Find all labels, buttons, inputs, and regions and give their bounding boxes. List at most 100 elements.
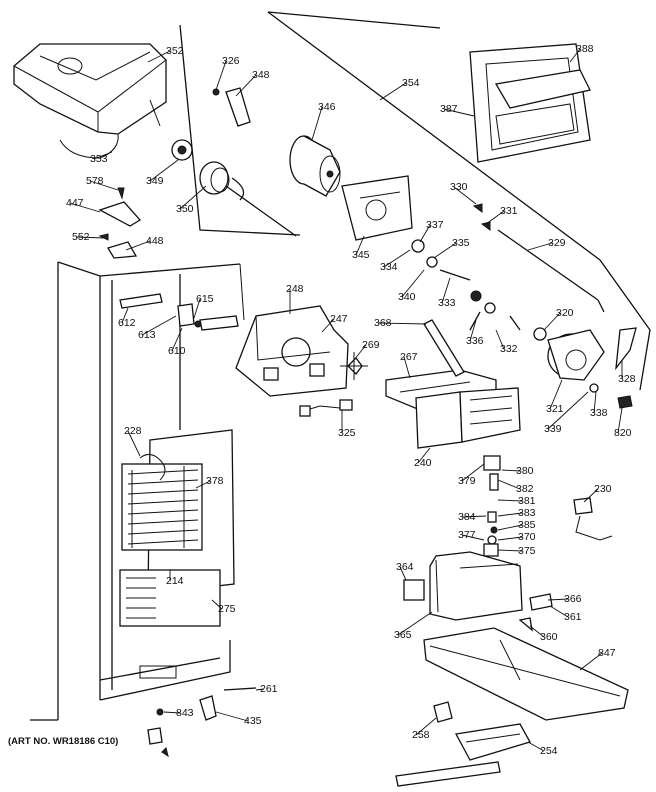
panel-outline-354 (179, 11, 651, 391)
part-label-435: 435 (244, 715, 262, 727)
part-label-230: 230 (594, 483, 612, 495)
rail-360 (423, 627, 629, 721)
part-label-612: 612 (118, 317, 136, 329)
leader-line-269 (353, 344, 367, 361)
leader-line-330 (453, 186, 477, 205)
part-label-332: 332 (500, 343, 518, 355)
part-label-360: 360 (540, 631, 558, 643)
part-label-330: 330 (450, 181, 468, 193)
leader-line-435 (215, 711, 249, 722)
leader-line-267 (403, 356, 411, 379)
part-label-353: 353 (90, 153, 108, 165)
leader-line-352 (147, 50, 171, 63)
leader-line-247 (321, 318, 335, 333)
part-label-348: 348 (252, 69, 270, 81)
part-label-345: 345 (352, 249, 370, 261)
linkage-parts (411, 203, 605, 331)
bottom-left-parts (147, 687, 257, 758)
part-label-349: 349 (146, 175, 164, 187)
part-label-338: 338 (590, 407, 608, 419)
auger-assembly (171, 139, 297, 237)
part-label-366: 366 (564, 593, 582, 605)
leader-line-366 (547, 598, 569, 601)
leader-line-275 (211, 599, 223, 610)
parts-610-612-615 (119, 293, 239, 331)
leader-line-448 (125, 240, 151, 251)
bracket-248-247 (235, 305, 349, 397)
part-label-354: 354 (402, 77, 420, 89)
part-label-275: 275 (218, 603, 236, 615)
part-label-321: 321 (546, 403, 564, 415)
leader-line-370 (497, 536, 523, 541)
leader-line-379 (461, 463, 485, 482)
part-label-267: 267 (400, 351, 418, 363)
part-label-610: 610 (168, 345, 186, 357)
motor-346 (289, 135, 341, 197)
leader-line-353 (93, 151, 113, 160)
leader-line-365 (397, 611, 433, 636)
leader-line-377 (461, 534, 485, 541)
leader-line-350 (179, 185, 207, 210)
leader-lines (69, 48, 623, 752)
part-label-378: 378 (206, 475, 224, 487)
leader-line-254 (527, 741, 545, 752)
part-label-214: 214 (166, 575, 184, 587)
part-label-361: 361 (564, 611, 582, 623)
leader-line-339 (547, 391, 589, 430)
part-label-329: 329 (548, 237, 566, 249)
small-parts-left (98, 187, 142, 259)
fan-613 (340, 352, 368, 380)
leader-line-329 (527, 242, 553, 251)
part-label-843: 843 (176, 707, 194, 719)
part-label-380: 380 (516, 465, 534, 477)
leader-line-820 (617, 407, 623, 434)
part-label-552: 552 (72, 231, 90, 243)
leader-line-382 (497, 479, 521, 490)
refrigerator-cabinet (30, 261, 245, 721)
leader-line-321 (549, 379, 563, 410)
part-label-335: 335 (452, 237, 470, 249)
leader-line-334 (383, 249, 411, 268)
leader-line-378 (195, 480, 211, 489)
part-label-383: 383 (518, 507, 536, 519)
part-label-613: 613 (138, 329, 156, 341)
part-label-847: 847 (598, 647, 616, 659)
part-label-336: 336 (466, 335, 484, 347)
leader-line-354 (379, 82, 407, 101)
part-label-375: 375 (518, 545, 536, 557)
ice-bucket-352 (13, 43, 167, 159)
leader-line-348 (235, 74, 257, 97)
part-label-615: 615 (196, 293, 214, 305)
part-label-385: 385 (518, 519, 536, 531)
bottom-parts (395, 701, 531, 787)
leader-line-385 (497, 524, 523, 531)
leader-line-240 (417, 447, 431, 464)
leader-line-345 (355, 235, 365, 256)
part-label-247: 247 (330, 313, 348, 325)
ice-maker-368 (385, 369, 521, 449)
leader-line-447 (69, 202, 101, 213)
part-label-365: 365 (394, 629, 412, 641)
part-label-388: 388 (576, 43, 594, 55)
part-label-228: 228 (124, 425, 142, 437)
part-label-448: 448 (146, 235, 164, 247)
leader-line-361 (549, 605, 569, 618)
leader-line-337 (419, 224, 431, 243)
leader-line-388 (569, 48, 581, 63)
part-label-340: 340 (398, 291, 416, 303)
part-267 (299, 399, 353, 417)
part-label-328: 328 (618, 373, 636, 385)
part-label-447: 447 (66, 197, 84, 209)
part-label-346: 346 (318, 101, 336, 113)
leader-line-338 (593, 391, 597, 414)
part-label-370: 370 (518, 531, 536, 543)
leader-line-364 (399, 566, 407, 581)
leader-line-610 (171, 327, 183, 352)
leader-line-346 (311, 106, 323, 141)
part-label-333: 333 (438, 297, 456, 309)
part-label-377: 377 (458, 529, 476, 541)
leader-line-612 (121, 307, 129, 324)
leader-line-375 (497, 549, 523, 552)
part-label-326: 326 (222, 55, 240, 67)
leader-line-333 (441, 277, 451, 304)
